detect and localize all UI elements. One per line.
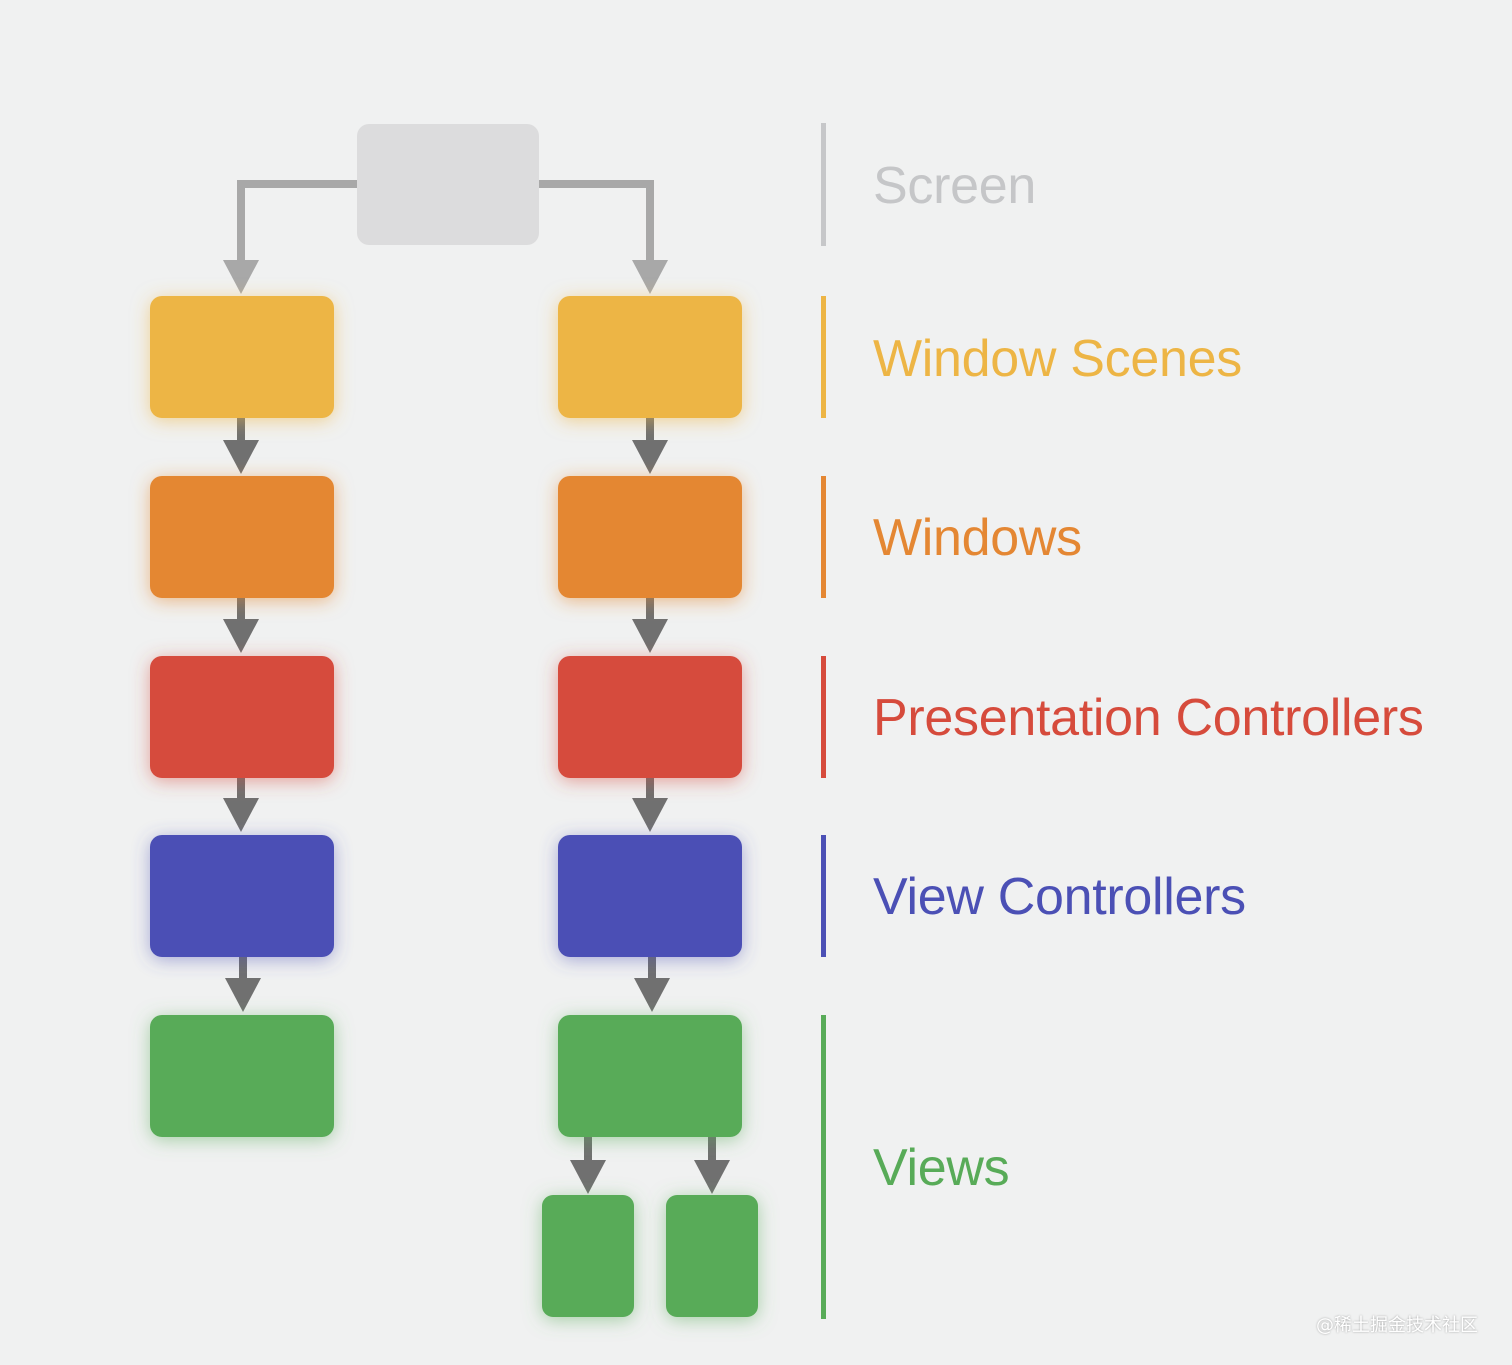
arrow-head	[225, 978, 261, 1012]
screen-left-arrowhead	[223, 260, 259, 294]
view-controller-boxes	[150, 835, 742, 957]
view-controller-box-left	[150, 835, 334, 957]
window-scene-box-left	[150, 296, 334, 418]
legend-bar-view-controllers	[821, 835, 826, 957]
window-box-right	[558, 476, 742, 598]
view-controller-box-right	[558, 835, 742, 957]
window-boxes	[150, 476, 742, 598]
arrow-head	[632, 619, 668, 653]
legend-bar-screen	[821, 123, 826, 246]
label-windows: Windows	[873, 509, 1082, 567]
legend-bar-windows	[821, 476, 826, 598]
label-presentation-controllers: Presentation Controllers	[873, 689, 1424, 747]
presentation-controller-box-left	[150, 656, 334, 778]
screen-right-arrowhead	[632, 260, 668, 294]
screen-right-connector	[539, 180, 654, 262]
arrow-head	[632, 440, 668, 474]
subview-box-left	[542, 1195, 634, 1317]
arrow-head	[570, 1160, 606, 1194]
label-window-scenes: Window Scenes	[873, 330, 1242, 388]
subview-box-right	[666, 1195, 758, 1317]
arrow-head	[223, 619, 259, 653]
watermark: @稀土掘金技术社区	[1316, 1315, 1478, 1336]
screen-left-connector	[237, 180, 358, 262]
window-scene-box-right	[558, 296, 742, 418]
view-box-right	[558, 1015, 742, 1137]
arrow-head	[634, 978, 670, 1012]
arrow-head	[223, 798, 259, 832]
window-box-left	[150, 476, 334, 598]
label-views: Views	[873, 1139, 1010, 1197]
label-view-controllers: View Controllers	[873, 868, 1246, 926]
view-boxes	[150, 1015, 758, 1317]
arrow-head	[223, 440, 259, 474]
window-scene-boxes	[150, 296, 742, 418]
arrow-head	[632, 798, 668, 832]
presentation-controller-boxes	[150, 656, 742, 778]
presentation-controller-box-right	[558, 656, 742, 778]
screen-connectors	[223, 180, 668, 294]
hierarchy-arrows	[223, 418, 730, 1194]
legend-bar-views	[821, 1015, 826, 1319]
legend-bar-window-scenes	[821, 296, 826, 418]
legend-bar-presentation-controllers	[821, 656, 826, 778]
arrow-head	[694, 1160, 730, 1194]
label-screen: Screen	[873, 157, 1036, 215]
legend-bars	[821, 123, 826, 1319]
view-box-left	[150, 1015, 334, 1137]
screen-box	[357, 124, 539, 245]
